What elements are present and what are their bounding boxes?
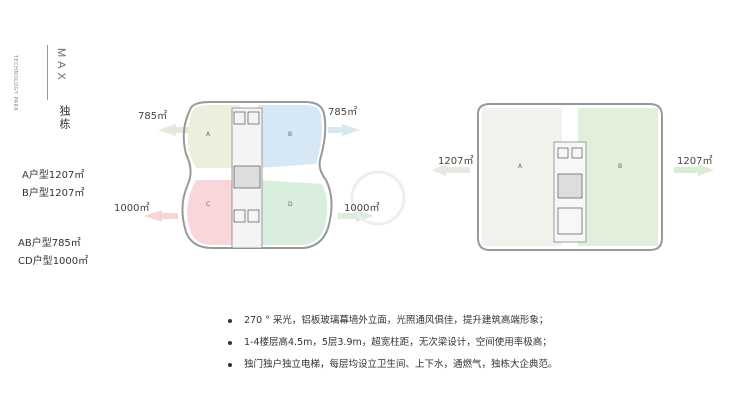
arrow-top-left <box>158 124 176 136</box>
arrow-top-right-shaft <box>328 127 342 133</box>
unit-a-label: A户型 <box>22 170 49 181</box>
building-type-title: 独栋 <box>58 105 71 131</box>
area-label-bottom-left: 1000㎡ <box>114 203 150 214</box>
elevator-4-icon <box>247 209 260 223</box>
elevator-r2-icon <box>571 147 583 159</box>
zone-d-fill <box>258 180 328 245</box>
arrow-right-plan-right <box>674 164 714 176</box>
unit-ab-value: 785㎡ <box>51 238 81 249</box>
unit-cd-label: CD户型 <box>18 256 53 267</box>
zone-c-fill <box>187 180 240 245</box>
elevator-3-icon <box>233 209 246 223</box>
stair-core-right-icon <box>557 173 583 199</box>
zone-a-label: A <box>206 131 211 138</box>
feature-item: 独门独户独立电梯，每层均设立卫生间、上下水，通燃气，独栋大企典范。 <box>228 354 558 376</box>
elevator-r1-icon <box>557 147 569 159</box>
unit-ab-label: AB户型 <box>18 238 52 249</box>
zone-b-label-right: B <box>618 163 622 170</box>
stair-core-icon <box>233 165 261 189</box>
sidebar-divider <box>47 45 48 100</box>
unit-a-value: 1207㎡ <box>48 170 85 181</box>
elevator-2-icon <box>247 111 260 125</box>
feature-item: 1-4楼层高4.5m，5层3.9m，超宽柱距，无次梁设计，空间使用率极高； <box>228 332 558 354</box>
unit-cd-value: 1000㎡ <box>52 256 89 267</box>
zone-b-fill-right <box>578 108 658 246</box>
elevator-1-icon <box>233 111 246 125</box>
building-outline <box>181 101 333 249</box>
area-label-left-plan-a: 1207㎡ <box>438 156 474 167</box>
zone-c-label: C <box>206 201 210 208</box>
bullet-icon <box>228 363 232 367</box>
sidebar-caption: TECHNOLOGY PARK <box>12 55 18 112</box>
unit-ab: AB户型785㎡ <box>18 234 81 249</box>
area-label-top-right: 785㎡ <box>328 107 358 118</box>
zone-b-fill <box>258 105 322 168</box>
zone-d-label: D <box>288 201 293 208</box>
unit-b-value: 1207㎡ <box>48 188 85 199</box>
zone-a-fill-right <box>482 108 562 246</box>
floor-plan-ab: A B <box>477 103 663 251</box>
building-outline-right <box>477 103 663 251</box>
feature-list: 270 ° 采光，铝板玻璃幕墙外立面，光照通风俱佳，提升建筑高端形象； 1-4楼… <box>228 310 558 376</box>
feature-text-2: 1-4楼层高4.5m，5层3.9m，超宽柱距，无次梁设计，空间使用率极高； <box>244 337 552 348</box>
unit-b-label: B户型 <box>22 188 49 199</box>
zone-a-label-right: A <box>518 163 523 170</box>
arrow-top-right <box>342 124 360 136</box>
unit-a: A户型1207㎡ <box>22 166 84 181</box>
arrow-top-left-shaft <box>176 127 190 133</box>
area-label-top-left: 785㎡ <box>138 111 168 122</box>
stair-core-right-2-icon <box>557 207 583 235</box>
area-label-right-plan-b: 1207㎡ <box>677 156 713 167</box>
decorative-ring <box>350 170 406 226</box>
feature-text-1: 270 ° 采光，铝板玻璃幕墙外立面，光照通风俱佳，提升建筑高端形象； <box>244 315 549 326</box>
bullet-icon <box>228 341 232 345</box>
bullet-icon <box>228 319 232 323</box>
area-label-bottom-right: 1000㎡ <box>344 203 380 214</box>
feature-item: 270 ° 采光，铝板玻璃幕墙外立面，光照通风俱佳，提升建筑高端形象； <box>228 310 558 332</box>
floor-plan-cd: A B C D <box>144 101 406 249</box>
zone-b-label: B <box>288 131 292 138</box>
arrow-bottom-left <box>144 210 162 222</box>
max-label: MAX <box>55 48 67 84</box>
arrow-bottom-right-shaft <box>338 213 356 219</box>
feature-text-3: 独门独户独立电梯，每层均设立卫生间、上下水，通燃气，独栋大企典范。 <box>244 359 558 370</box>
unit-b: B户型1207㎡ <box>22 184 84 199</box>
arrow-bottom-left-shaft <box>162 213 178 219</box>
unit-cd: CD户型1000㎡ <box>18 252 88 267</box>
zone-a-fill <box>187 105 240 168</box>
arrow-right-plan-left <box>432 164 470 176</box>
